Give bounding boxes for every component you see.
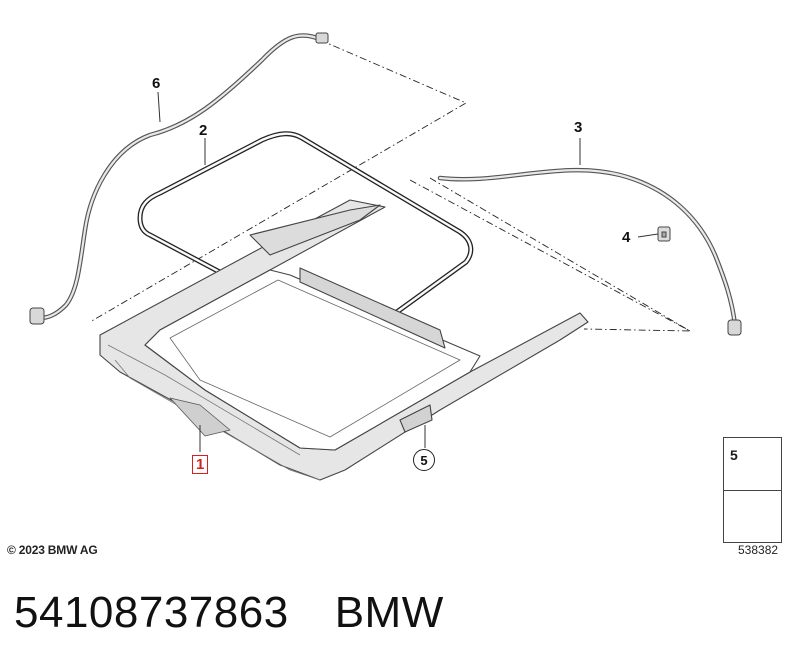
- callout-3: 3: [574, 119, 583, 136]
- legend-box: 5: [723, 437, 782, 543]
- roof-seal: [137, 131, 474, 342]
- figure-number: 538382: [738, 543, 779, 557]
- brand-name: BMW: [334, 588, 444, 637]
- assembly-guide-lines: [89, 39, 691, 332]
- legend-divider: [724, 490, 781, 491]
- leader-lines: [157, 91, 659, 452]
- drain-hose-left: [29, 32, 329, 325]
- copyright-text: © 2023 BMW AG: [7, 543, 98, 557]
- part-number-line: 54108737863 BMW: [14, 588, 444, 638]
- hose-clip: [657, 226, 671, 242]
- sunroof-frame: [99, 199, 589, 481]
- callout-4: 4: [622, 229, 631, 246]
- callout-6: 6: [152, 75, 161, 92]
- callout-2: 2: [199, 122, 208, 139]
- drain-hose-right: [437, 167, 742, 336]
- callout-1-highlighted: 1: [192, 455, 209, 474]
- part-number: 54108737863: [14, 588, 289, 637]
- callout-5: 5: [413, 449, 435, 471]
- legend-item-number: 5: [730, 447, 738, 463]
